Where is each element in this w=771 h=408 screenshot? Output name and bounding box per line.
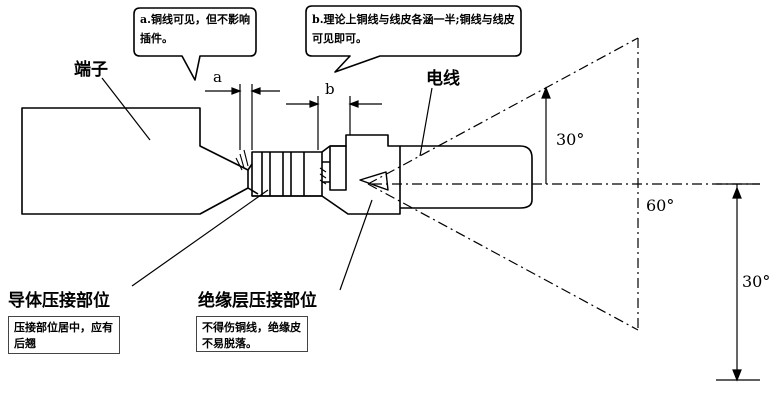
callout-bubble-b bbox=[305, 5, 522, 73]
insulation-barrel bbox=[330, 134, 401, 215]
terminal-label: 端子 bbox=[74, 60, 108, 80]
dimension-b-label: b bbox=[325, 80, 335, 98]
insulation-note-box: 不得伤铜线，绝缘皮不易脱落。 bbox=[196, 316, 308, 352]
angle-total-label: 60° bbox=[646, 196, 675, 215]
angle-top-label: 30° bbox=[556, 130, 585, 149]
angle-bottom-label: 30° bbox=[742, 272, 771, 291]
insulation-crimp-label: 绝缘层压接部位 bbox=[198, 291, 317, 311]
wire bbox=[400, 145, 533, 209]
wire-label: 电线 bbox=[426, 69, 460, 89]
terminal-body bbox=[21, 107, 249, 215]
dimension-a-label: a bbox=[213, 68, 222, 86]
callout-b-text: b.理论上铜线与线皮各涵一半;铜线与线皮可见即可。 bbox=[312, 13, 515, 45]
callout-a-text: a.铜线可见，但不影响插件。 bbox=[140, 13, 250, 45]
callout-bubble-a bbox=[133, 7, 257, 81]
conductor-note-text: 压接部位居中，应有后翘 bbox=[14, 321, 113, 350]
conductor-crimp-label: 导体压接部位 bbox=[8, 291, 110, 311]
conductor-note-box: 压接部位居中，应有后翘 bbox=[8, 316, 120, 354]
insulation-note-text: 不得伤铜线，绝缘皮不易脱落。 bbox=[202, 321, 301, 350]
